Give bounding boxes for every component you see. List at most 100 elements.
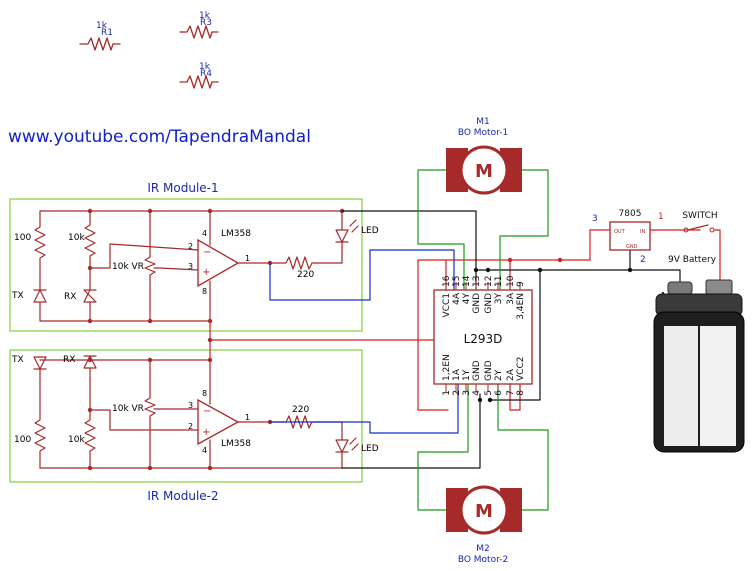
m2-pin-4: 4 [202, 446, 207, 455]
l293d-bottom-pin-label: 2Y [494, 369, 504, 381]
motor-1-body [459, 145, 509, 195]
svg-text:−: − [203, 247, 211, 258]
ir-module-1: IR Module-1 100 TX 10k RX 10k VR LM358 −… [9, 181, 379, 332]
r4-value: 1k [199, 62, 211, 72]
m1-pin-4: 4 [202, 229, 207, 238]
motor-2: M M2 BO Motor-2 [446, 485, 522, 565]
m2-ic-label: LM358 [221, 439, 251, 449]
l293d-bottom-pin-label: 1A [452, 368, 462, 381]
m2-r10k-label: 10k [68, 435, 85, 445]
r3-value: 1k [199, 11, 211, 21]
m2-r100-label: 100 [14, 435, 31, 445]
svg-text:+: + [202, 427, 210, 438]
l293d-top-pin-label: 3Y [494, 293, 504, 305]
l293d-top-pin-number: 16 [442, 275, 452, 287]
switch-label: SWITCH [682, 211, 717, 221]
l293d-top-pin-number: 11 [494, 276, 504, 287]
battery-9v: 9V Battery [653, 255, 745, 453]
regulator-name: 7805 [619, 209, 642, 219]
motor-1-name: BO Motor-1 [458, 128, 508, 138]
m2-pin-8: 8 [202, 389, 207, 398]
module-2-title: IR Module-2 [147, 489, 218, 503]
l293d-bottom-pin-number: 8 [516, 390, 526, 396]
regulator-pin-2: 2 [640, 255, 646, 265]
l293d-top-pin-label: GND [484, 293, 494, 314]
l293d-top-pin-number: 14 [462, 275, 472, 287]
l293d-name: L293D [464, 332, 503, 346]
m2-vr-label: 10k VR [112, 404, 144, 414]
m2-tx-label: TX [11, 355, 24, 365]
r3-ref: R3 [200, 18, 212, 28]
m1-tx-label: TX [11, 291, 24, 301]
l293d-bottom-pin-label: GND [484, 360, 494, 381]
battery-label-area [700, 326, 736, 446]
m2-led-label: LED [361, 444, 379, 454]
m2-rx-label: RX [63, 355, 75, 365]
l293d-driver: L293D 16VCC1154A144Y13GND12GND113Y103A93… [433, 275, 533, 396]
module-2-border [9, 349, 363, 483]
r4-ref: R4 [200, 69, 212, 79]
m1-led-label: LED [361, 226, 379, 236]
motor-2-name: BO Motor-2 [458, 555, 508, 565]
regulator-gnd-label: GND [626, 244, 638, 250]
regulator-body [609, 221, 651, 251]
l293d-top-pin-label: VCC1 [442, 293, 452, 317]
m1-r100-label: 100 [14, 233, 31, 243]
l293d-bottom-pin-number: 4 [472, 390, 482, 396]
battery-terminal-positive [705, 279, 733, 295]
regulator-out-label: OUT [614, 229, 626, 235]
spare-resistor-r3: 1k R3 [179, 11, 219, 39]
l293d-top-pin-number: 15 [452, 276, 462, 287]
m1-r10k-label: 10k [68, 233, 85, 243]
m1-lm358 [197, 238, 240, 288]
l293d-top-pin-label: GND [472, 293, 482, 314]
spare-resistor-r1: 1k R1 [79, 21, 121, 51]
module-1-border [9, 198, 363, 332]
l293d-bottom-pin-number: 1 [442, 390, 452, 396]
battery-label: 9V Battery [668, 255, 717, 265]
motor-1-ref: M1 [476, 117, 490, 127]
l293d-top-pin-number: 10 [506, 275, 516, 287]
m1-ic-label: LM358 [221, 229, 251, 239]
svg-text:−: − [203, 406, 211, 417]
l293d-top-pin-label: 3A [506, 292, 516, 305]
l293d-top-pin-number: 9 [516, 281, 526, 287]
regulator-in-label: IN [640, 229, 645, 235]
l293d-top-pin-number: 13 [472, 276, 482, 287]
l293d-bottom-pin-number: 3 [462, 390, 472, 396]
motor-1-symbol: M [475, 161, 493, 182]
l293d-bottom-pin-number: 6 [494, 390, 504, 396]
m2-pin-3: 3 [188, 401, 193, 410]
battery-terminal-negative [667, 281, 693, 295]
l293d-bottom-pin-label: 1,2EN [442, 354, 452, 381]
motor-1: M1 BO Motor-1 M [446, 117, 522, 195]
l293d-bottom-pin-label: VCC2 [516, 357, 526, 381]
l293d-body [433, 289, 533, 385]
m2-pin-1: 1 [245, 413, 250, 422]
voltage-regulator-7805: 7805 OUT IN GND 3 1 2 [592, 209, 701, 265]
r1-ref: R1 [101, 28, 113, 38]
module-1-title: IR Module-1 [147, 181, 218, 195]
l293d-top-pin-label: 3,4EN [516, 293, 526, 320]
m1-vr-label: 10k VR [112, 262, 144, 272]
m2-r220-label: 220 [292, 405, 309, 415]
l293d-top-pin-label: 4A [452, 292, 462, 305]
l293d-bottom-pin-label: 1Y [462, 369, 472, 381]
battery-highlight [664, 326, 698, 446]
m2-lm358 [197, 398, 240, 446]
m1-pin-2: 2 [188, 242, 193, 251]
motor-2-symbol: M [475, 501, 493, 522]
m1-rx-label: RX [64, 292, 76, 302]
l293d-bottom-pin-label: GND [472, 360, 482, 381]
r1-value: 1k [96, 21, 108, 31]
l293d-top-pin-label: 4Y [462, 293, 472, 305]
svg-text:+: + [202, 267, 210, 278]
regulator-pin-1: 1 [658, 212, 664, 222]
motor-2-body [459, 485, 509, 535]
l293d-bottom-pin-label: 2A [506, 368, 516, 381]
m2-pin-2: 2 [188, 422, 193, 431]
l293d-bottom-pin-number: 7 [506, 390, 516, 396]
regulator-pin-3: 3 [592, 214, 598, 224]
